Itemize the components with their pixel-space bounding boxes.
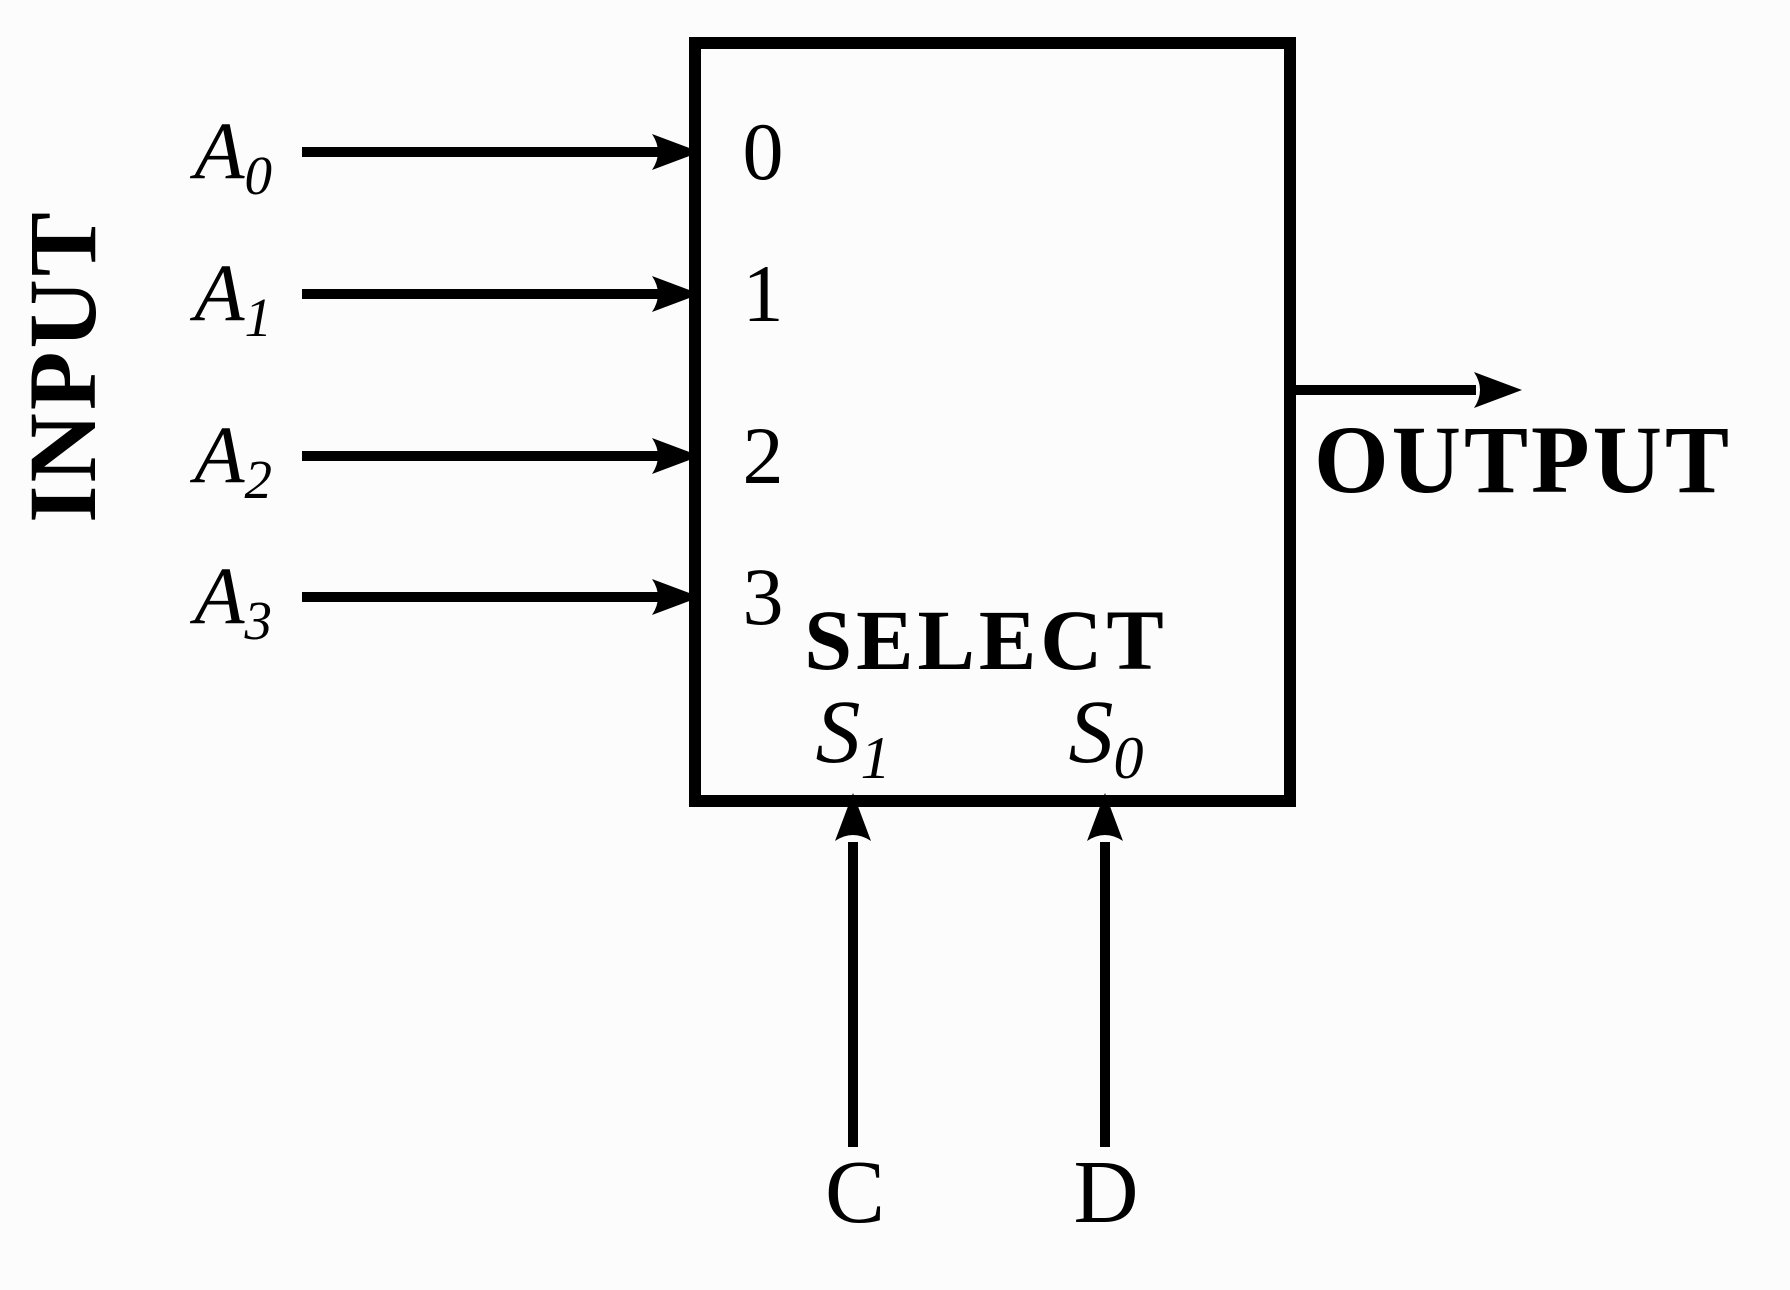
output-title: OUTPUT	[1314, 406, 1732, 513]
input-arrowhead-a2-icon	[652, 438, 700, 474]
input-arrowhead-a0-icon	[652, 134, 700, 170]
input-label-a1-name: A	[189, 247, 245, 338]
port-label-1: 1	[743, 248, 784, 339]
port-label-0: 0	[743, 106, 784, 197]
input-arrowhead-a3-icon	[652, 579, 700, 615]
input-label-a2-name: A	[189, 409, 245, 500]
input-label-a3-name: A	[189, 550, 245, 641]
select-label-s0-name: S	[1069, 683, 1114, 782]
select-label-s0-sub: 0	[1114, 725, 1144, 791]
select-label-s1-sub: 1	[861, 725, 891, 791]
input-label-a3: A3	[189, 550, 272, 651]
input-label-a0-sub: 0	[245, 145, 273, 206]
input-label-a0-name: A	[189, 105, 245, 196]
input-label-a0: A0	[189, 105, 272, 206]
output-arrowhead-icon	[1474, 372, 1522, 408]
input-label-a1: A1	[189, 247, 272, 348]
mux-box	[689, 37, 1296, 807]
select-arrowhead-d-icon	[1087, 793, 1123, 841]
port-label-2: 2	[743, 410, 784, 501]
source-label-c: C	[825, 1143, 885, 1242]
input-label-a2: A2	[189, 409, 272, 510]
source-label-d: D	[1074, 1143, 1139, 1242]
input-label-a3-sub: 3	[244, 590, 273, 651]
select-title: SELECT	[804, 592, 1167, 688]
select-label-s1-name: S	[816, 683, 861, 782]
select-label-s0: S0	[1069, 683, 1144, 791]
input-title: INPUT	[9, 209, 116, 523]
input-label-a1-sub: 1	[245, 287, 273, 348]
select-label-s1: S1	[816, 683, 891, 791]
port-label-3: 3	[743, 551, 784, 642]
input-arrowhead-a1-icon	[652, 276, 700, 312]
select-arrowhead-c-icon	[835, 793, 871, 841]
input-label-a2-sub: 2	[245, 449, 273, 510]
